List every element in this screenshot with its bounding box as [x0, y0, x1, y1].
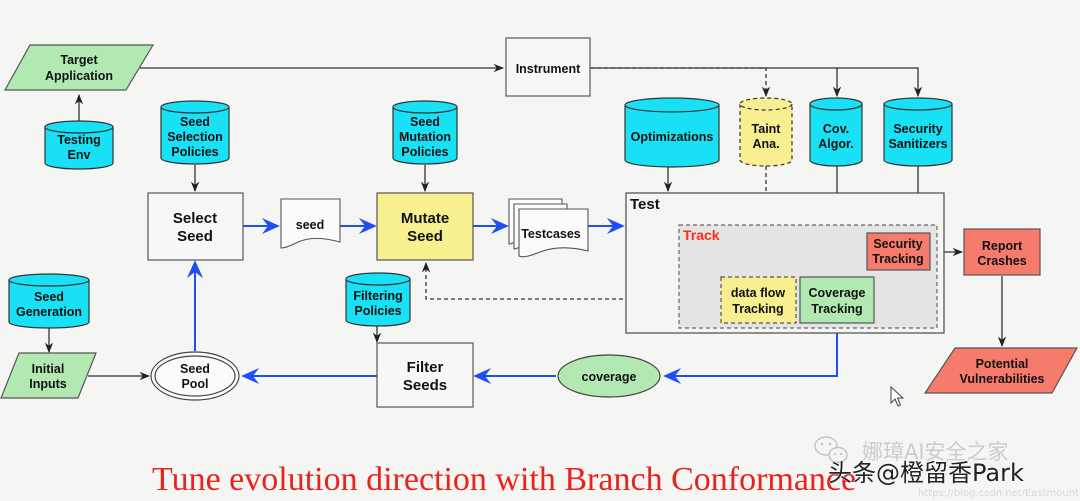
node-testcases: Testcases — [508, 198, 589, 258]
svg-text:https://blog.csdn.net/Eastmoun: https://blog.csdn.net/Eastmount — [918, 488, 1079, 499]
node-seed-selection-policies: Seed Selection Policies — [160, 100, 230, 165]
svg-text:Selection: Selection — [167, 130, 223, 144]
svg-text:Pool: Pool — [181, 377, 208, 391]
svg-text:Report: Report — [982, 239, 1023, 253]
edge-instrument-to-sanitizers — [837, 67, 923, 98]
node-coverage-tracking: Coverage Tracking — [799, 276, 875, 324]
node-security-sanitizers: Security Sanitizers — [883, 97, 953, 167]
node-coverage: coverage — [557, 354, 661, 398]
svg-text:coverage: coverage — [582, 370, 637, 384]
node-potential-vulnerabilities: Potential Vulnerabilities — [923, 347, 1079, 394]
svg-text:Filtering: Filtering — [353, 289, 402, 303]
svg-text:Security: Security — [873, 237, 922, 251]
edge-covtracking-to-coverage — [663, 323, 838, 385]
svg-text:Initial: Initial — [32, 362, 65, 376]
svg-text:Testcases: Testcases — [521, 227, 581, 241]
node-select-seed: Select Seed — [147, 192, 244, 261]
svg-text:Algor.: Algor. — [818, 137, 853, 151]
svg-text:Track: Track — [683, 227, 720, 243]
svg-text:Policies: Policies — [354, 304, 401, 318]
svg-text:Optimizations: Optimizations — [631, 130, 714, 144]
edge-dataflow-to-mutate — [421, 261, 721, 300]
svg-text:Test: Test — [630, 196, 660, 213]
svg-text:Application: Application — [45, 69, 113, 83]
svg-text:Ana.: Ana. — [752, 137, 779, 151]
svg-text:Seed: Seed — [180, 115, 210, 129]
svg-text:Filter: Filter — [407, 359, 444, 376]
node-instrument: Instrument — [505, 37, 591, 97]
svg-text:Instrument: Instrument — [516, 62, 581, 76]
svg-text:Sanitizers: Sanitizers — [888, 137, 947, 151]
node-mutate-seed: Mutate Seed — [376, 192, 474, 261]
svg-text:Tracking: Tracking — [811, 302, 862, 316]
node-filtering-policies: Filtering Policies — [345, 272, 411, 327]
node-seed-mutation-policies: Seed Mutation Policies — [392, 100, 458, 165]
node-seed-generation: Seed Generation — [8, 273, 90, 329]
svg-text:Policies: Policies — [171, 145, 218, 159]
wechat-icon — [814, 436, 848, 464]
svg-text:Tracking: Tracking — [872, 252, 923, 266]
svg-text:Crashes: Crashes — [977, 254, 1026, 268]
svg-text:Seed: Seed — [34, 290, 64, 304]
node-data-flow-tracking: data flow Tracking — [720, 276, 797, 324]
node-report-crashes: Report Crashes — [963, 228, 1041, 276]
node-optimizations: Optimizations — [624, 97, 720, 168]
svg-text:Seed: Seed — [407, 228, 443, 245]
svg-text:Target: Target — [60, 53, 98, 67]
node-taint-analysis: Taint Ana. — [739, 97, 793, 167]
node-testing-env: Testing Env — [44, 120, 114, 170]
svg-text:Seed: Seed — [177, 228, 213, 245]
svg-text:Cov.: Cov. — [823, 122, 849, 136]
svg-text:seed: seed — [296, 218, 325, 232]
svg-text:Seed: Seed — [180, 362, 210, 376]
svg-text:Testing: Testing — [57, 133, 101, 147]
svg-text:Vulnerabilities: Vulnerabilities — [960, 372, 1045, 386]
svg-text:Select: Select — [173, 210, 217, 227]
svg-text:Potential: Potential — [976, 357, 1029, 371]
svg-text:data flow: data flow — [731, 286, 785, 300]
svg-text:Policies: Policies — [401, 145, 448, 159]
svg-text:Coverage: Coverage — [809, 286, 866, 300]
edge-instrument-to-cov — [590, 67, 842, 98]
svg-text:Generation: Generation — [16, 305, 82, 319]
svg-text:Env: Env — [68, 148, 91, 162]
svg-text:Security: Security — [893, 122, 942, 136]
svg-text:Seeds: Seeds — [403, 377, 447, 394]
node-seed-pool: Seed Pool — [150, 351, 240, 401]
svg-text:头条@橙留香Park: 头条@橙留香Park — [828, 459, 1024, 487]
svg-text:Taint: Taint — [752, 122, 782, 136]
node-target-application: Target Application — [3, 44, 155, 91]
node-seed-document: seed — [280, 198, 341, 249]
svg-text:Mutate: Mutate — [401, 210, 449, 227]
edges — [44, 63, 1007, 385]
node-filter-seeds: Filter Seeds — [376, 342, 474, 408]
caption-text: Tune evolution direction with Branch Con… — [152, 461, 856, 498]
node-security-tracking: Security Tracking — [866, 232, 931, 271]
svg-text:Mutation: Mutation — [399, 130, 451, 144]
svg-text:Seed: Seed — [410, 115, 440, 129]
node-cov-algorithm: Cov. Algor. — [809, 97, 863, 167]
svg-text:Inputs: Inputs — [29, 377, 67, 391]
mouse-cursor-icon — [890, 385, 905, 407]
watermark: 娜璋AI安全之家 头条@橙留香Park https://blog.csdn.ne… — [814, 436, 1079, 499]
svg-text:娜璋AI安全之家: 娜璋AI安全之家 — [862, 440, 1009, 464]
node-initial-inputs: Initial Inputs — [0, 352, 97, 399]
svg-text:Tracking: Tracking — [732, 302, 783, 316]
edge-instrument-to-taint — [590, 67, 771, 98]
